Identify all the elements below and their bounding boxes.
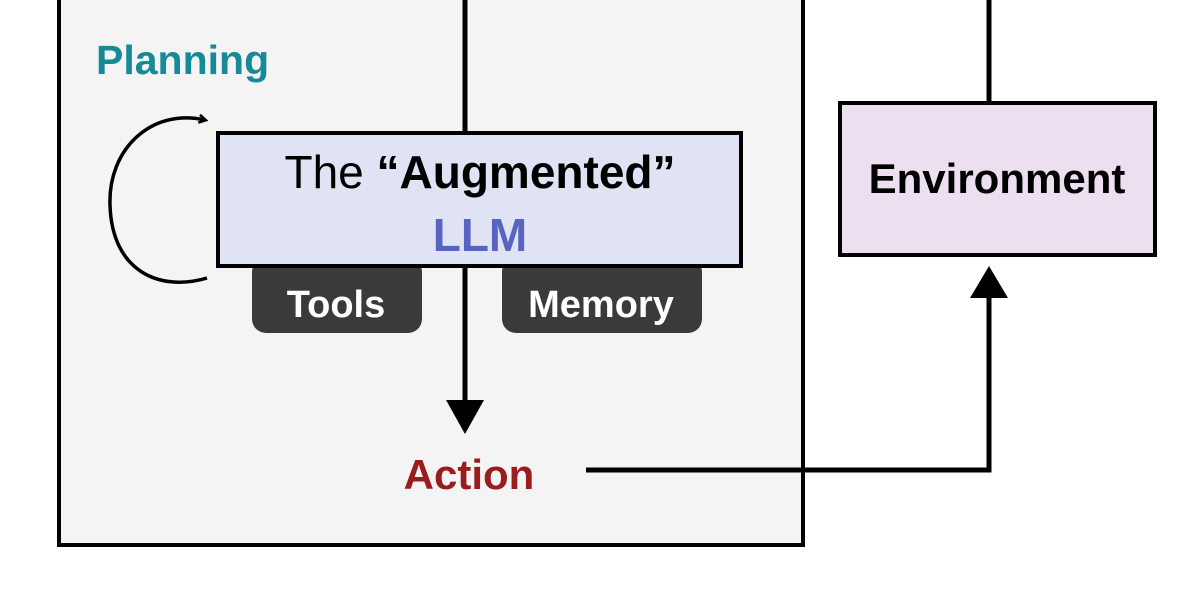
action-to-environment-arrowhead (970, 266, 1008, 298)
llm-box (216, 131, 743, 268)
action-to-environment-line (586, 296, 992, 473)
llm-title-prefix: The (284, 146, 376, 198)
action-label: Action (404, 451, 535, 498)
llm-to-action-arrowhead (446, 400, 484, 434)
llm-subtitle: LLM (433, 209, 528, 261)
llm-title-emphasis: “Augmented” (377, 146, 676, 198)
tools-pill (252, 258, 422, 333)
planning-label: Planning (96, 37, 269, 83)
memory-pill (502, 258, 702, 333)
llm-title: The “Augmented” (284, 146, 675, 198)
tools-label: Tools (287, 284, 386, 326)
planning-loop-arrow (108, 118, 207, 284)
environment-label: Environment (869, 155, 1126, 202)
environment-box (838, 101, 1157, 257)
memory-label: Memory (528, 284, 674, 326)
